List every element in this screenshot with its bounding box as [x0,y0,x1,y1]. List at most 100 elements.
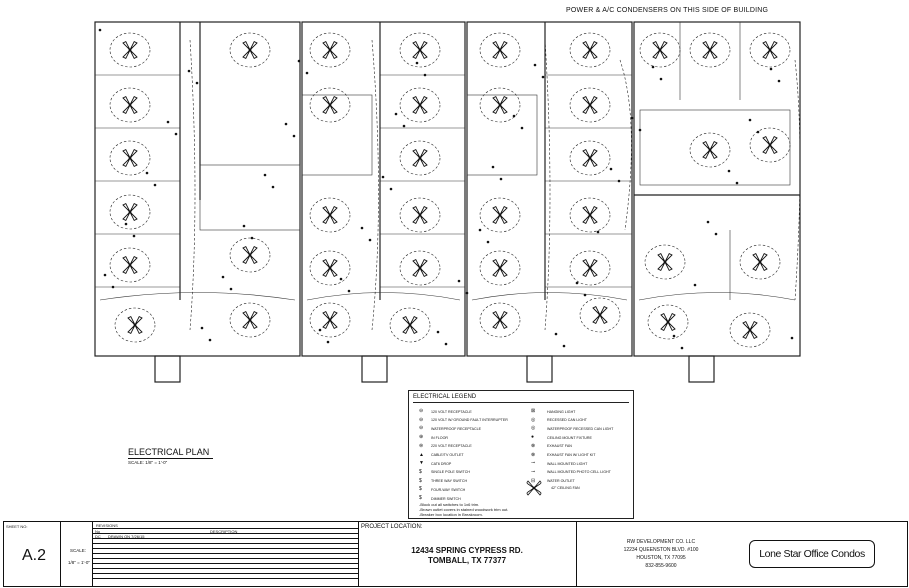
light-fixture-icon [242,224,246,228]
developer-name: RW DEVELOPMENT CO. LLC [626,539,696,545]
developer-phone: 832-855-9600 [645,563,677,569]
wiring-run [619,59,632,231]
revision-row-empty [92,538,358,544]
right-legend-label: RECESSED CAN LIGHT [547,418,587,423]
reception-counter [99,292,296,301]
light-fixture-icon [305,71,309,75]
right-symbol-icon: ◎ [531,416,536,423]
revision-row-empty [92,563,358,569]
wiring-loop [569,32,611,68]
legend-divider [413,402,629,403]
scale-label: SCALE: [70,548,87,553]
wiring-loop [309,302,351,338]
right-legend-label: WATER OUTLET [547,479,575,484]
right-legend-label: WALL MOUNTED LIGHT [547,461,588,466]
wiring-loop [109,194,151,230]
revision-row-empty [92,553,358,559]
breakroom-outline [466,94,538,176]
light-fixture-icon [659,77,663,81]
wiring-loop [579,297,621,333]
wiring-loop [647,304,689,340]
light-fixture-icon [318,328,322,332]
floor-plan-drawing [94,21,801,383]
electrical-legend: ELECTRICAL LEGEND 42" CEILING FAN -Block… [408,390,634,519]
revision-row-empty [92,573,358,579]
right-symbol-icon: ⊠ [531,408,536,414]
light-fixture-icon [512,114,516,118]
light-fixture-icon [229,287,233,291]
vestibule-wall [361,355,388,383]
left-legend-label: FOUR-WAY SWITCH [431,487,466,492]
light-fixture-icon [541,75,545,79]
right-legend-label: CEILING MOUNT FIXTURE [547,435,592,440]
light-fixture-icon [174,132,178,136]
ceiling-fan-icon [322,205,338,225]
developer-street: 12234 QUEENSTON BLVD. #100 [623,547,699,553]
rev-row-no: DC [95,534,101,539]
ceiling-fan-icon [322,310,338,330]
ceiling-fan-icon [762,135,778,155]
light-fixture-icon [554,332,558,336]
light-fixture-icon [520,126,524,130]
light-fixture-icon [98,28,102,32]
wiring-loop [399,87,441,123]
light-fixture-icon [271,185,275,189]
light-fixture-icon [583,293,587,297]
light-fixture-icon [297,59,301,63]
light-fixture-icon [499,177,503,181]
light-fixture-icon [630,116,634,120]
legend-note-2: -Brown outlet covers in stained woodwork… [419,507,509,512]
left-symbol-icon: ▼ [419,460,424,467]
revision-row-empty [92,578,358,584]
light-fixture-icon [111,285,115,289]
wiring-loop [689,132,731,168]
left-symbol-icon: $ [419,477,422,484]
wiring-loop [569,197,611,233]
wiring-loop [229,237,271,273]
light-fixture-icon [153,183,157,187]
light-fixture-icon [166,120,170,124]
light-fixture-icon [562,344,566,348]
project-location-cell: PROJECT LOCATION: 12434 SPRING CYPRESS R… [358,522,577,586]
ceiling-fan-icon [412,40,428,60]
wiring-loop [399,250,441,286]
ceiling-fan-icon [582,205,598,225]
wiring-loop [639,32,681,68]
project-address-line-2: TOMBALL, TX 77377 [427,556,507,565]
right-symbol-icon: ⊗ [531,451,536,458]
ceiling-fan-icon [742,320,758,340]
wiring-loop [479,302,521,338]
revisions-header-row: No DESCRIPTION [92,528,358,534]
light-fixture-icon [368,238,372,242]
ceiling-fan-icon [322,40,338,60]
ceiling-fan-icon [582,95,598,115]
wiring-loop [309,250,351,286]
revision-row-empty [92,568,358,574]
wiring-loop [479,250,521,286]
light-fixture-icon [423,73,427,77]
project-location-label: PROJECT LOCATION: [361,524,423,530]
light-fixture-icon [465,291,469,295]
ceiling-fan-icon [412,95,428,115]
revisions-label: REVISIONS [96,523,118,528]
wiring-loop [739,244,781,280]
ceiling-fan-icon [122,40,138,60]
light-fixture-icon [195,81,199,85]
wiring-loop [569,87,611,123]
reception-counter [638,292,796,301]
wiring-loop [229,32,271,68]
ceiling-fan-icon [582,258,598,278]
light-fixture-icon [769,67,773,71]
light-fixture-icon [596,230,600,234]
legend-note-1: -Block out all switches to 1x6 trim. [419,502,480,507]
wiring-loop [309,197,351,233]
sheet-number: A.2 [22,547,47,564]
suite-outline [466,21,633,357]
right-legend-label: EXHAUST FAN W/ LIGHT KIT [547,453,596,457]
condenser-note: POWER & A/C CONDENSERS ON THIS SIDE OF B… [566,7,769,14]
light-fixture-icon [727,169,731,173]
light-fixture-icon [651,65,655,69]
ceiling-fan-icon [492,258,508,278]
vestibule-wall [526,355,553,383]
wiring-loop [399,140,441,176]
